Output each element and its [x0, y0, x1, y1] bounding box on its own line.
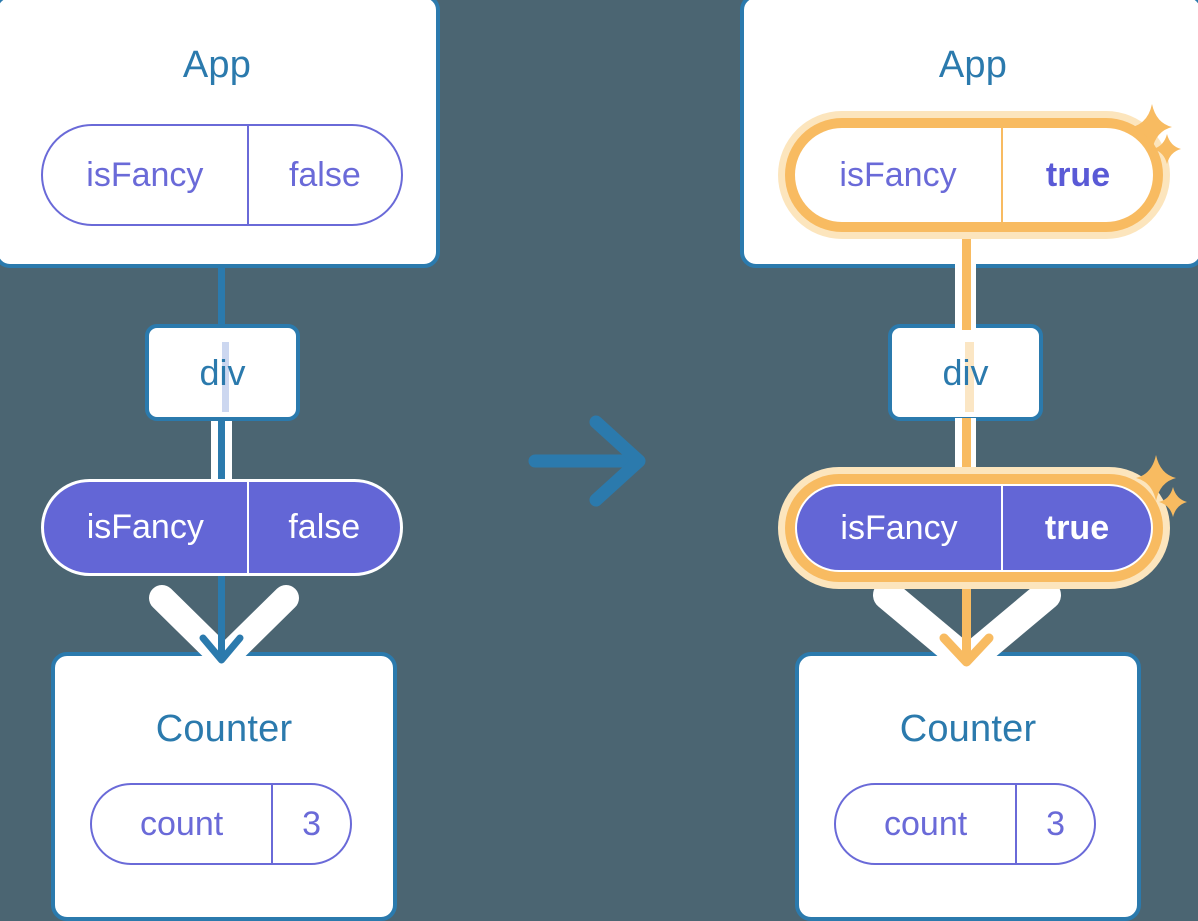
before-app-state-pill: isFancy false — [41, 124, 403, 226]
before-div-inner-line — [222, 342, 229, 412]
before-counter-state-value: 3 — [271, 785, 350, 863]
before-props-value: false — [246, 482, 400, 573]
after-div-inner-line — [965, 342, 974, 412]
after-counter-title: Counter — [899, 708, 1037, 750]
after-counter-state-value: 3 — [1015, 785, 1094, 863]
before-div-node: div — [145, 324, 300, 421]
after-counter-state-key: count — [884, 804, 968, 843]
before-line-div-to-props — [218, 418, 225, 486]
before-app-state-key: isFancy — [86, 155, 204, 194]
before-props-pill: isFancy false — [41, 479, 403, 576]
before-counter-state-key: count — [140, 804, 224, 843]
before-div-label: div — [199, 351, 246, 393]
before-app-state-value: false — [246, 126, 401, 224]
after-app-title: App — [938, 44, 1008, 86]
arrow-right-icon — [528, 415, 646, 507]
after-arrow-head — [939, 633, 994, 667]
before-props-key: isFancy — [86, 508, 204, 546]
before-line-app-to-div — [218, 215, 225, 327]
after-counter-state-pill: count 3 — [834, 783, 1096, 865]
sparkle-small-props-icon — [1159, 487, 1187, 517]
before-app-title: App — [182, 44, 252, 86]
after-line-div-to-props — [962, 418, 971, 486]
before-counter-state-pill: count 3 — [90, 783, 352, 865]
after-line-app-to-div — [962, 180, 971, 330]
after-div-label: div — [942, 351, 989, 393]
before-counter-title: Counter — [155, 708, 293, 750]
before-arrow-head — [199, 634, 244, 664]
